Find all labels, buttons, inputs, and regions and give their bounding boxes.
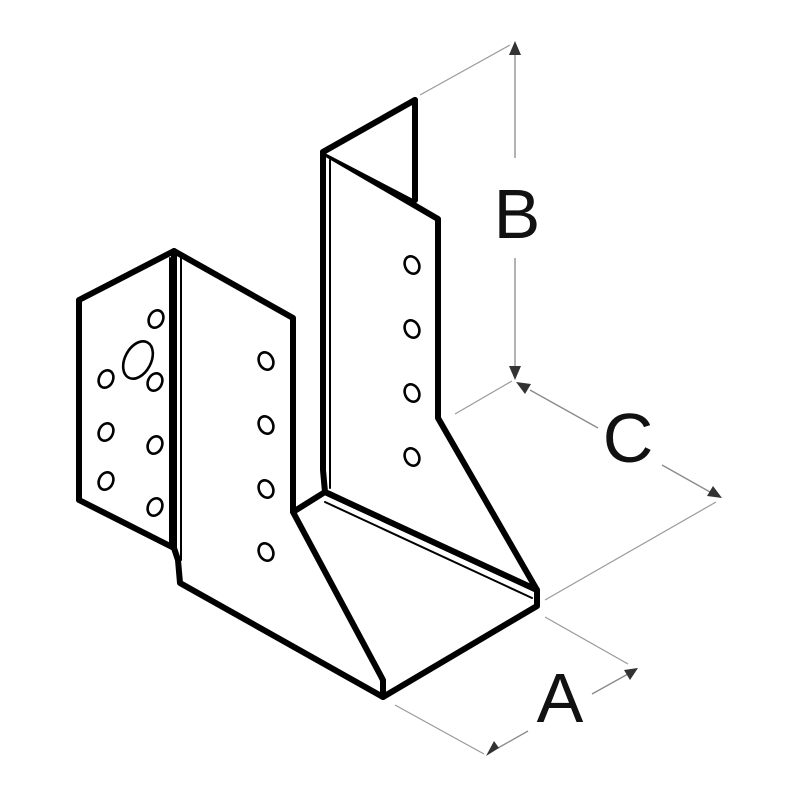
dimension-b-arrow-bottom (509, 366, 521, 380)
nail-hole (257, 542, 275, 562)
nail-hole (257, 351, 275, 371)
dimension-a-arrow-top (624, 668, 638, 680)
nail-hole (403, 319, 421, 339)
dimension-c-label: C (603, 399, 654, 477)
nail-hole (146, 497, 164, 517)
seat-fold-line-2 (329, 491, 531, 587)
dimension-a-extension-left (394, 704, 485, 755)
dimension-a: A (394, 616, 638, 756)
nail-hole (147, 309, 165, 329)
nail-hole (257, 415, 275, 435)
dimension-b-arrow-top (509, 41, 521, 55)
dimension-a-line-upper (591, 673, 629, 695)
dimension-c-arrow-bottom (707, 486, 722, 498)
dimension-a-extension-right (544, 616, 629, 665)
nail-hole (97, 422, 115, 442)
right-side-wall (320, 149, 540, 593)
nail-hole (146, 372, 164, 392)
dimension-a-label: A (537, 659, 584, 737)
joist-hanger-bracket (76, 97, 540, 700)
dimension-c-arrow-top (516, 382, 531, 394)
dimension-c-line-lower (661, 464, 711, 493)
dimension-b-label: B (494, 175, 541, 253)
dimension-b-extension-bottom (454, 380, 513, 415)
nail-holes (97, 255, 421, 562)
seat-fold-line (324, 501, 533, 599)
dimension-a-arrow-bottom (486, 741, 499, 756)
nail-hole (403, 447, 421, 467)
dimension-c-extension (544, 501, 717, 601)
dimension-c-line-upper (529, 389, 599, 429)
nail-hole (403, 255, 421, 275)
nail-hole (403, 383, 421, 403)
dimension-b-extension-top (419, 44, 511, 96)
dimension-c: C (516, 382, 722, 601)
dimension-b: B (419, 41, 541, 415)
nail-hole (257, 479, 275, 499)
nail-hole (146, 435, 164, 455)
nail-hole (97, 369, 115, 389)
nail-hole (97, 471, 115, 491)
dimension-a-line-lower (497, 730, 529, 749)
bolt-hole (121, 340, 155, 380)
right-flange-edge (320, 97, 418, 203)
